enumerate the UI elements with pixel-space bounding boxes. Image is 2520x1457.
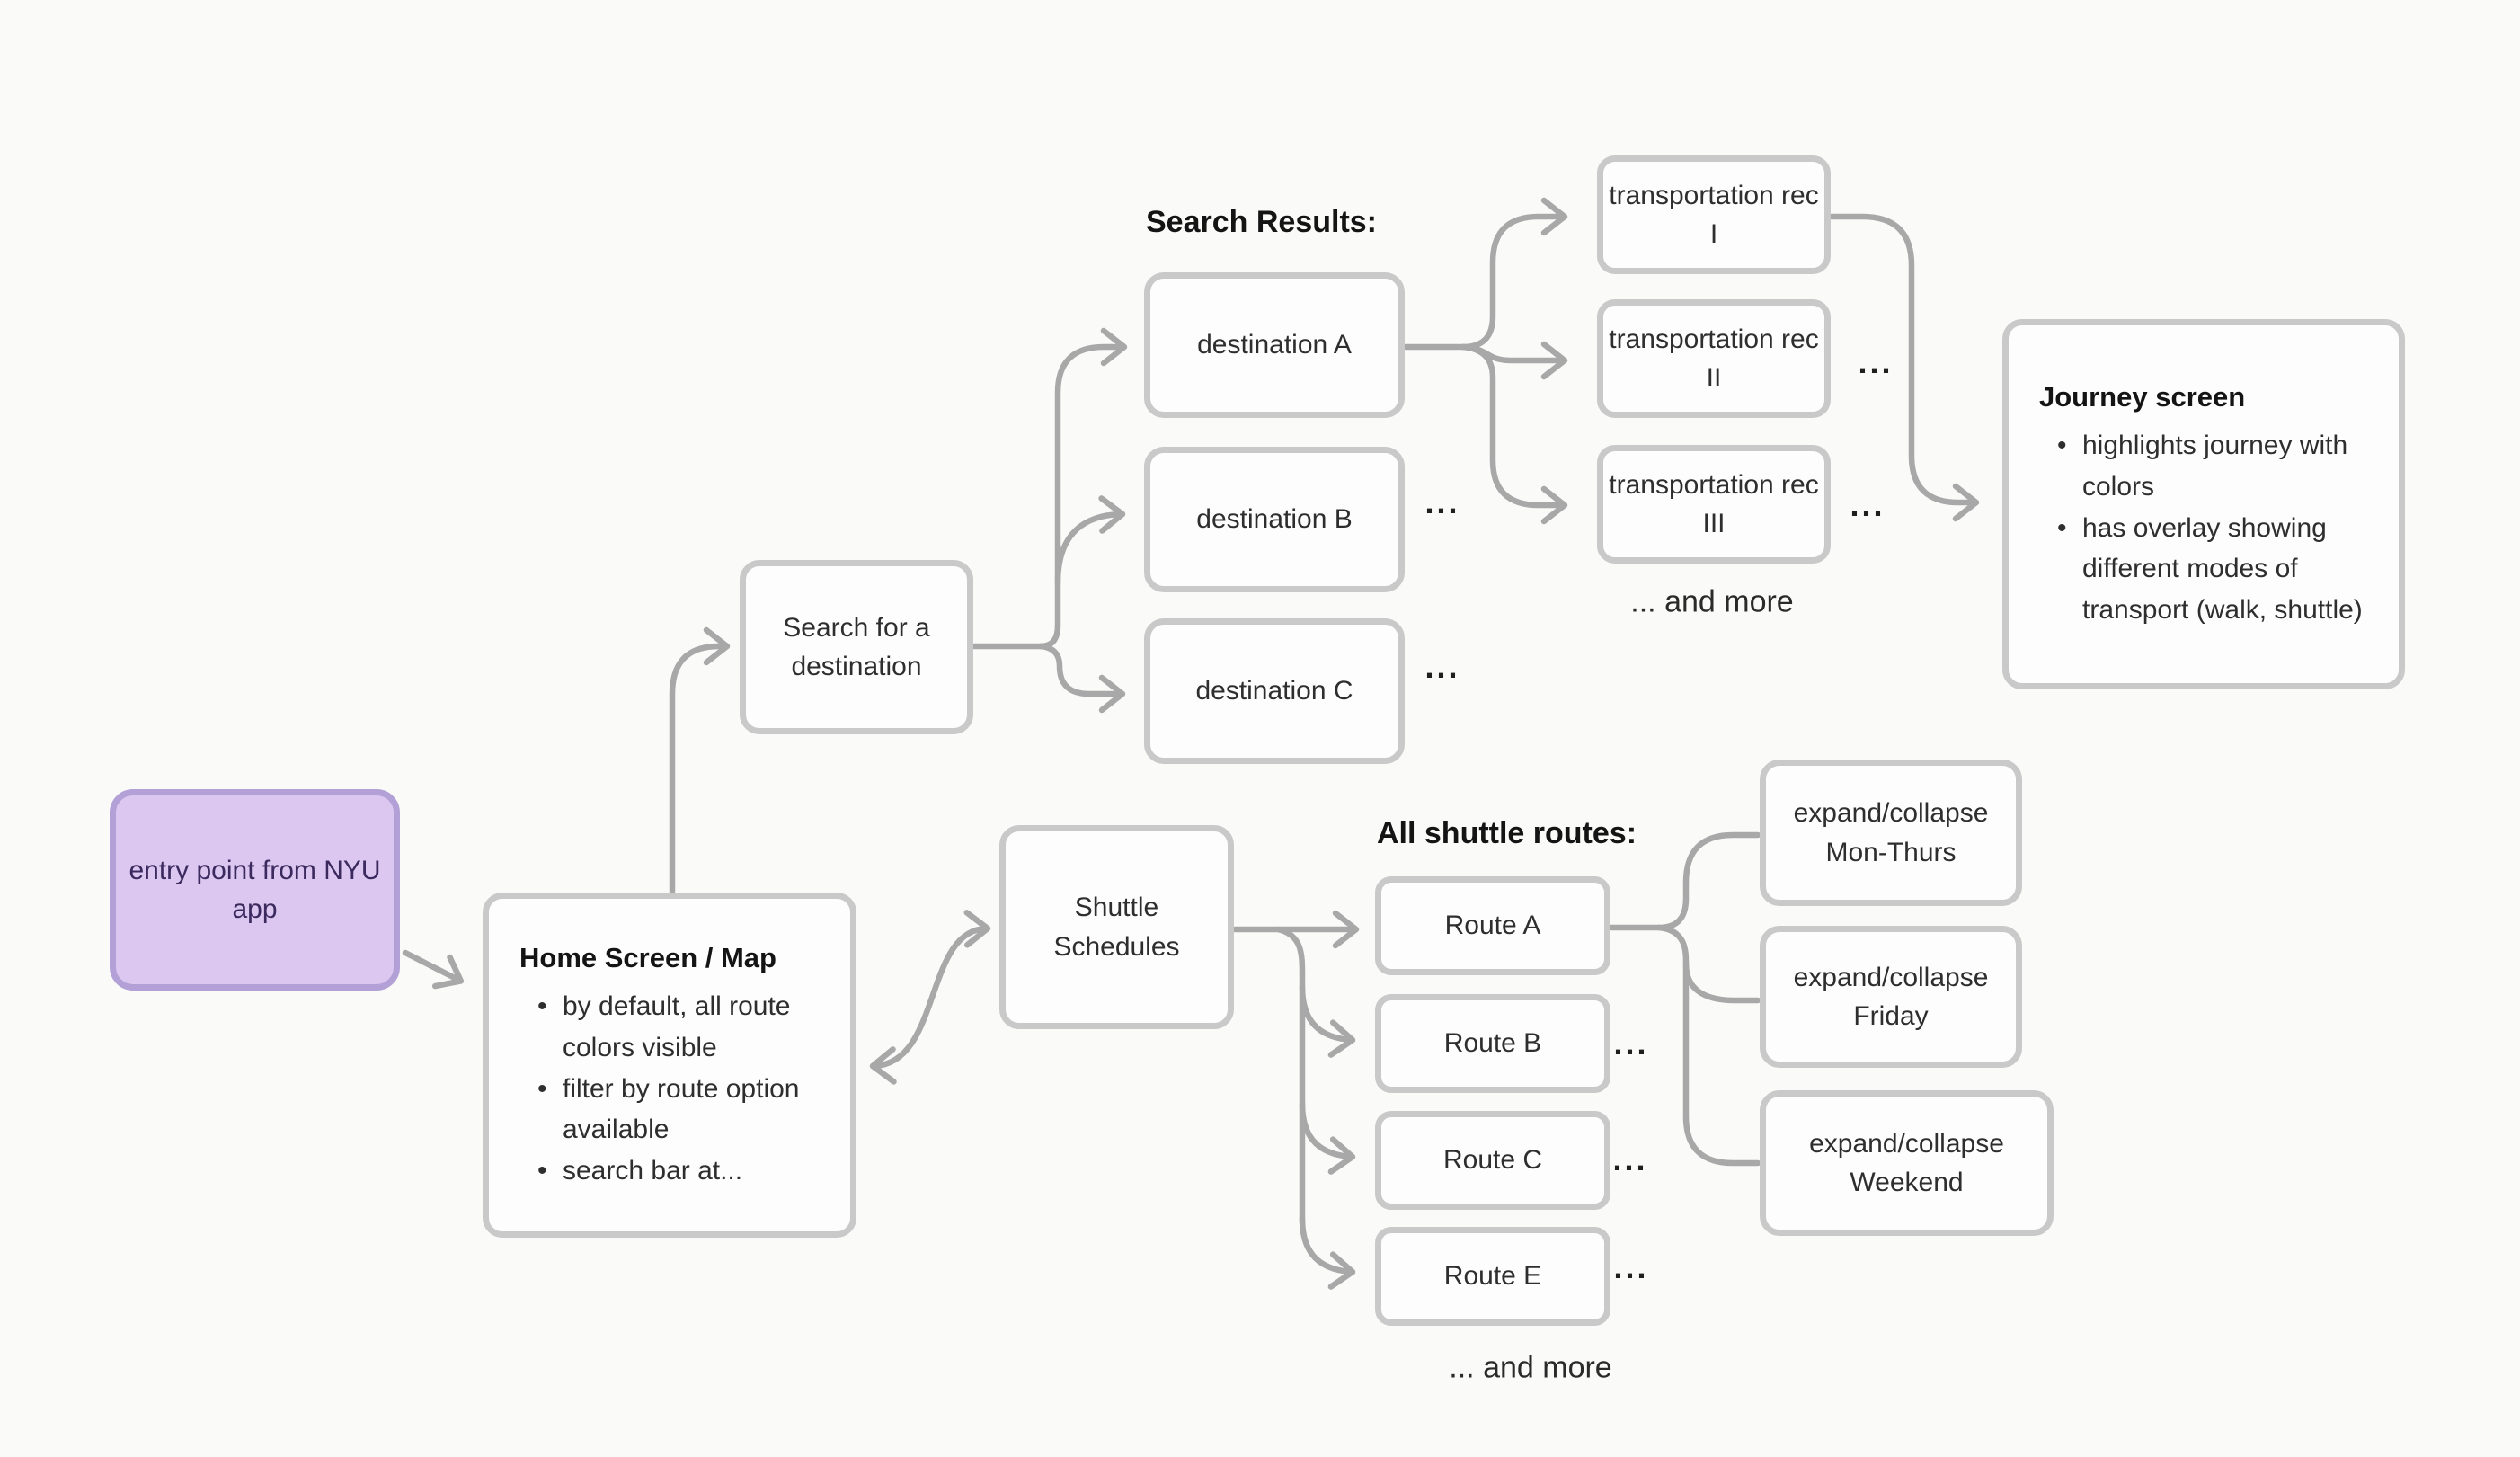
journey-bullet-1: highlights journey with colors [2039, 425, 2368, 508]
node-transportation-rec-3[interactable]: transportation rec III [1597, 445, 1831, 564]
node-route-a[interactable]: Route A [1375, 876, 1610, 975]
node-entry-point[interactable]: entry point from NYU app [110, 789, 400, 991]
connector-routea-to-monthurs [1655, 831, 1761, 931]
node-transportation-rec-1-label: transportation rec I [1609, 180, 1819, 250]
connector-entry-to-home [402, 949, 465, 990]
node-expand-collapse-weekend[interactable]: expand/collapse Weekend [1760, 1090, 2054, 1236]
journey-screen-title: Journey screen [2039, 380, 2246, 413]
connector-shuttle-branch-stem [1274, 926, 1306, 1226]
connector-desta-to-rec3 [1460, 343, 1568, 525]
node-destination-b-label: destination B [1196, 504, 1353, 535]
ellipsis-destination-b: ... [1424, 483, 1460, 520]
node-route-e[interactable]: Route E [1375, 1227, 1610, 1326]
node-transportation-rec-1[interactable]: transportation rec I [1597, 155, 1831, 274]
node-expand-collapse-mon-thurs-label: expand/collapse Mon-Thurs [1793, 798, 1989, 867]
label-and-more-recs: ... and more [1630, 584, 1794, 619]
connector-shuttle-to-route-c [1299, 1100, 1356, 1175]
ellipsis-route-c: ... [1612, 1140, 1648, 1177]
node-route-c-label: Route C [1442, 1145, 1543, 1176]
connector-desta-to-rec1 [1460, 197, 1568, 351]
ellipsis-destination-c: ... [1424, 647, 1460, 685]
home-bullet-2: filter by route option available [519, 1069, 820, 1151]
node-expand-collapse-mon-thurs[interactable]: expand/collapse Mon-Thurs [1760, 760, 2022, 906]
ellipsis-rec-2: ... [1858, 342, 1894, 380]
node-destination-b[interactable]: destination B [1144, 447, 1405, 592]
node-destination-c[interactable]: destination C [1144, 618, 1405, 764]
journey-screen-bullet-list: highlights journey with colors has overl… [2039, 425, 2368, 631]
node-route-b-label: Route B [1443, 1028, 1542, 1059]
connector-search-to-destination-a [1037, 327, 1128, 650]
node-route-b[interactable]: Route B [1375, 994, 1610, 1093]
node-shuttle-schedules[interactable]: Shuttle Schedules [999, 825, 1234, 1029]
journey-bullet-2: has overlay showing different modes of t… [2039, 508, 2368, 632]
label-search-results: Search Results: [1146, 205, 1377, 239]
connector-shuttle-to-route-e [1299, 1215, 1356, 1290]
connector-home-shuttle-bidirectional [869, 910, 991, 1085]
connector-shuttle-to-route-b [1299, 983, 1356, 1058]
home-bullet-3: search bar at... [519, 1150, 820, 1192]
node-transportation-rec-2[interactable]: transportation rec II [1597, 299, 1831, 418]
node-destination-c-label: destination C [1195, 676, 1353, 706]
node-shuttle-schedules-label: Shuttle Schedules [1053, 893, 1180, 962]
node-route-e-label: Route E [1443, 1261, 1542, 1292]
connector-home-to-search [669, 626, 731, 895]
connector-search-to-destination-b [1054, 495, 1126, 586]
node-route-c[interactable]: Route C [1375, 1111, 1610, 1210]
ellipsis-route-b: ... [1613, 1024, 1649, 1062]
label-all-shuttle-routes: All shuttle routes: [1377, 816, 1637, 850]
connector-search-to-destination-c [1037, 643, 1126, 714]
node-transportation-rec-2-label: transportation rec II [1609, 324, 1819, 394]
home-bullet-1: by default, all route colors visible [519, 986, 820, 1069]
node-journey-screen[interactable]: Journey screen highlights journey with c… [2002, 319, 2405, 689]
node-destination-a[interactable]: destination A [1144, 272, 1405, 418]
node-search-destination-label: Search for a destination [783, 612, 930, 682]
label-and-more-routes: ... and more [1449, 1350, 1612, 1385]
ellipsis-route-e: ... [1613, 1248, 1649, 1285]
node-home-screen[interactable]: Home Screen / Map by default, all route … [483, 893, 856, 1238]
node-expand-collapse-friday[interactable]: expand/collapse Friday [1760, 926, 2022, 1068]
node-destination-a-label: destination A [1197, 330, 1352, 360]
node-expand-collapse-friday-label: expand/collapse Friday [1793, 962, 1989, 1032]
node-transportation-rec-3-label: transportation rec III [1609, 469, 1819, 539]
connector-routea-to-friday [1655, 924, 1761, 1004]
node-expand-collapse-weekend-label: expand/collapse Weekend [1809, 1128, 2004, 1198]
home-screen-bullet-list: by default, all route colors visible fil… [519, 986, 820, 1192]
node-entry-point-label: entry point from NYU app [129, 855, 381, 925]
node-route-a-label: Route A [1444, 911, 1541, 941]
home-screen-title: Home Screen / Map [519, 941, 776, 973]
node-search-destination[interactable]: Search for a destination [740, 560, 973, 734]
ellipsis-rec-3: ... [1850, 485, 1886, 523]
connector-rec1-to-journey [1828, 213, 1980, 522]
connector-routea-to-weekend [1682, 960, 1761, 1167]
